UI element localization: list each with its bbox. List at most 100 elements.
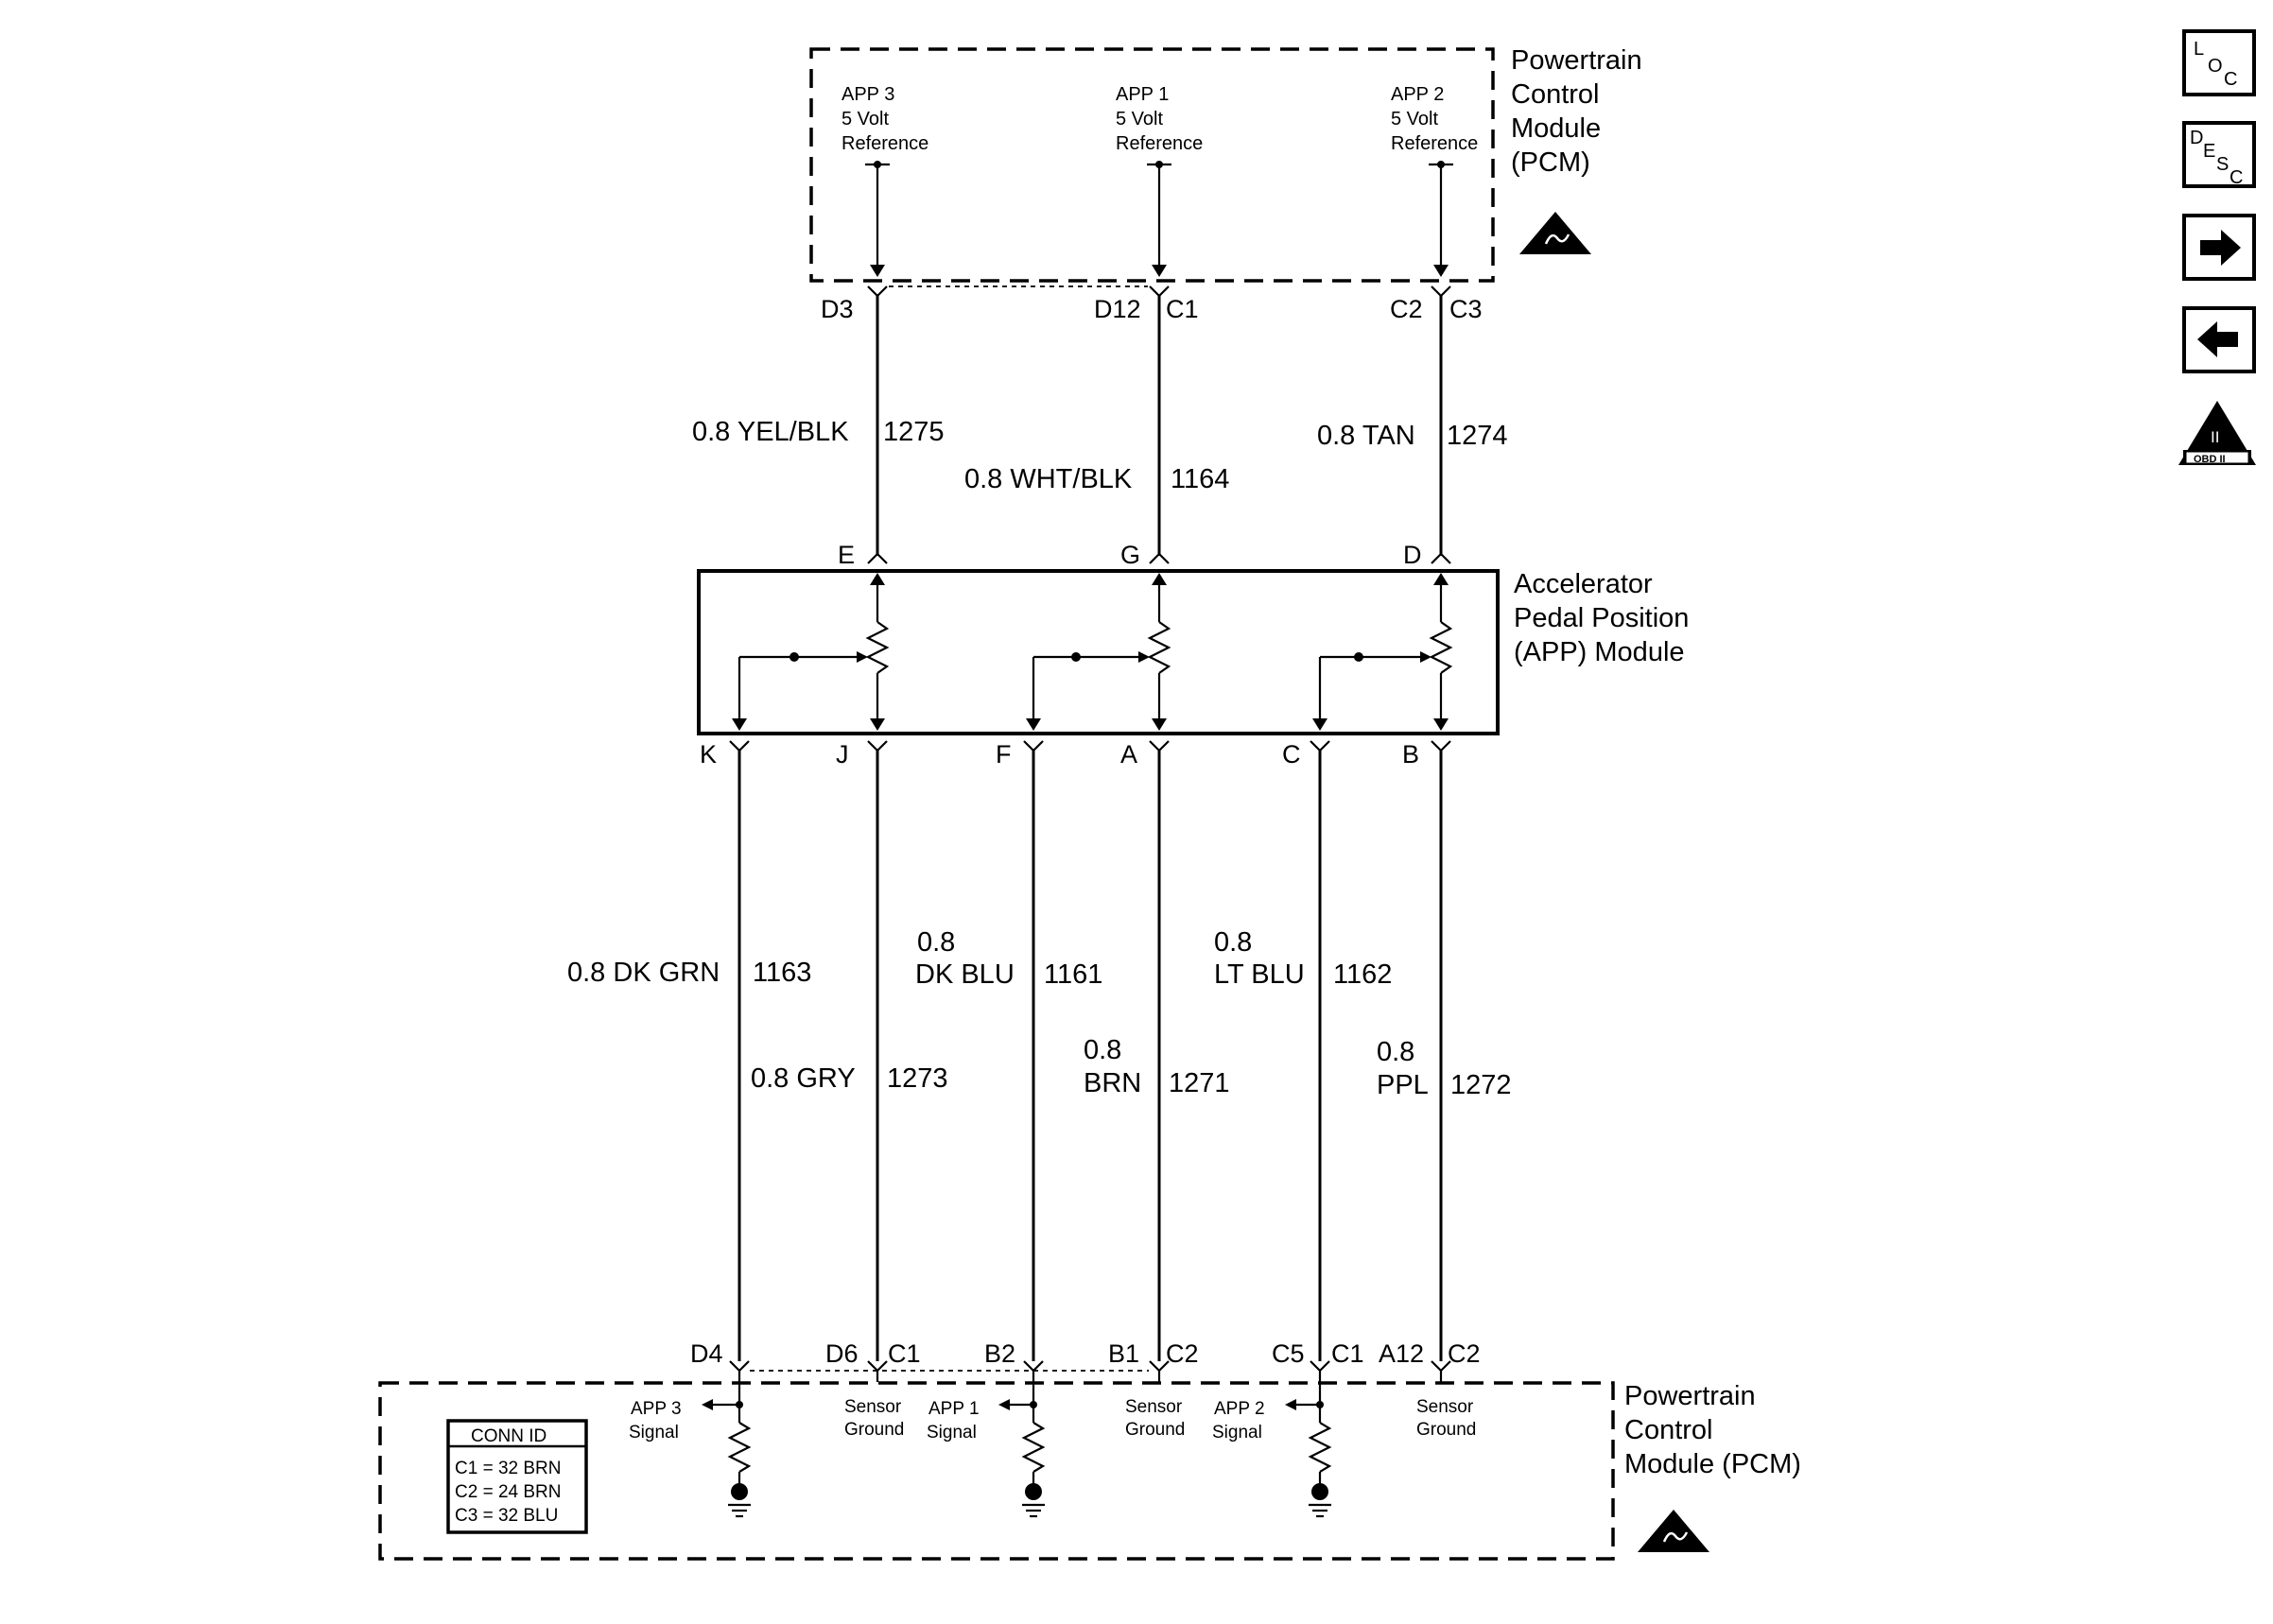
svg-text:Accelerator: Accelerator (1514, 569, 1653, 599)
svg-text:B2: B2 (984, 1339, 1015, 1368)
wire-circuit-1271: 1271 (1169, 1068, 1230, 1098)
svg-text:B1: B1 (1108, 1339, 1139, 1368)
wire-color-1162: LT BLU (1214, 959, 1305, 990)
svg-text:A: A (1120, 740, 1137, 769)
wire-gauge-1161: 0.8 (917, 927, 955, 958)
pcm-top-circuit-app2: APP 2 5 Volt Reference (1391, 84, 1478, 154)
wire-color-1273: 0.8 GRY (751, 1063, 856, 1094)
wire-circuit-1161: 1161 (1044, 959, 1102, 990)
svg-text:Ground: Ground (844, 1420, 904, 1440)
pcm-bottom-box (378, 1381, 1615, 1561)
svg-text:C1: C1 (1331, 1339, 1364, 1368)
pcm-bottom-pin-labels: D4 D6 C1 B2 B1 C2 C5 C1 A12 C2 (690, 1339, 1481, 1368)
app-sensor-2-potentiometer (1312, 573, 1453, 731)
svg-text:D: D (2190, 128, 2203, 148)
svg-text:(PCM): (PCM) (1511, 147, 1590, 178)
app-sensor-3-potentiometer (732, 573, 890, 731)
svg-text:Control: Control (1624, 1415, 1713, 1445)
svg-text:D6: D6 (825, 1339, 859, 1368)
wire-color-1161: DK BLU (915, 959, 1015, 990)
svg-text:C5: C5 (1272, 1339, 1305, 1368)
svg-text:APP 2: APP 2 (1214, 1399, 1265, 1419)
esd-warning-icon-bottom (1638, 1510, 1709, 1552)
conn-id-table: CONN ID C1 = 32 BRN C2 = 24 BRN C3 = 32 … (446, 1419, 588, 1534)
arrow-right-icon (2200, 230, 2241, 266)
svg-text:C2: C2 (1448, 1339, 1481, 1368)
pcm-top-internal-wires (865, 161, 1453, 277)
svg-text:Pedal Position: Pedal Position (1514, 603, 1689, 633)
svg-text:Sensor: Sensor (1416, 1397, 1474, 1417)
svg-text:Powertrain: Powertrain (1624, 1381, 1756, 1411)
pcm-app1-signal-circuit (998, 1371, 1046, 1518)
wire-circuit-1164: 1164 (1171, 464, 1229, 494)
svg-text:Powertrain: Powertrain (1511, 45, 1642, 76)
svg-text:Reference: Reference (1116, 133, 1203, 154)
svg-text:APP 1: APP 1 (928, 1399, 980, 1419)
pcm-top-box (809, 47, 1495, 283)
svg-text:C3: C3 (1449, 295, 1483, 323)
svg-text:E: E (2203, 141, 2215, 162)
description-button[interactable]: D E S C (2182, 121, 2256, 188)
wire-gauge-1272: 0.8 (1377, 1037, 1414, 1067)
wire-circuit-1273: 1273 (887, 1063, 948, 1094)
svg-text:C: C (2230, 167, 2243, 188)
svg-text:F: F (996, 740, 1012, 769)
svg-text:Sensor: Sensor (1125, 1397, 1183, 1417)
obd-ii-icon (2178, 401, 2256, 465)
wire-labels-top: 0.8 YEL/BLK 1275 0.8 WHT/BLK 1164 0.8 TA… (692, 417, 1508, 494)
svg-text:Sensor: Sensor (844, 1397, 902, 1417)
svg-text:K: K (700, 740, 717, 769)
wire-color-1275: 0.8 YEL/BLK (692, 417, 849, 447)
svg-text:D4: D4 (690, 1339, 723, 1368)
conn-id-row: C3 = 32 BLU (455, 1506, 558, 1526)
svg-text:5 Volt: 5 Volt (1116, 109, 1163, 130)
conn-id-row: C2 = 24 BRN (455, 1482, 561, 1502)
wire-circuit-1272: 1272 (1450, 1070, 1512, 1100)
previous-arrow-button[interactable] (2182, 306, 2256, 373)
svg-text:O: O (2208, 56, 2223, 77)
wires-top (876, 296, 1443, 556)
connector-symbols-top (867, 285, 1451, 298)
svg-text:C2: C2 (1166, 1339, 1199, 1368)
svg-text:D12: D12 (1094, 295, 1141, 323)
svg-text:Signal: Signal (1212, 1423, 1262, 1443)
svg-text:J: J (836, 740, 849, 769)
svg-text:Reference: Reference (842, 133, 928, 154)
svg-text:G: G (1120, 541, 1140, 569)
svg-text:C: C (2224, 69, 2237, 90)
wire-color-1272: PPL (1377, 1070, 1429, 1100)
svg-text:Signal: Signal (629, 1423, 679, 1443)
pcm-sensor-ground-stubs (876, 1371, 1443, 1382)
next-arrow-button[interactable] (2182, 214, 2256, 281)
wire-color-1274: 0.8 TAN (1317, 421, 1415, 451)
svg-text:E: E (838, 541, 855, 569)
pcm-top-circuit-app3: APP 3 5 Volt Reference (842, 84, 928, 154)
location-button[interactable]: L O C (2182, 29, 2256, 96)
conn-id-row: C1 = 32 BRN (455, 1459, 561, 1478)
svg-text:Module (PCM): Module (PCM) (1624, 1449, 1801, 1479)
svg-text:Ground: Ground (1416, 1420, 1476, 1440)
svg-text:Ground: Ground (1125, 1420, 1185, 1440)
pcm-app3-signal-circuit (702, 1371, 752, 1518)
pcm-bottom-title: Powertrain Control Module (PCM) (1624, 1381, 1801, 1479)
wire-labels-bottom: 0.8 DK GRN 1163 0.8 GRY 1273 0.8 DK BLU … (567, 927, 1512, 1100)
svg-text:Reference: Reference (1391, 133, 1478, 154)
svg-text:A12: A12 (1379, 1339, 1424, 1368)
arrow-left-icon (2197, 321, 2238, 357)
svg-text:(APP) Module: (APP) Module (1514, 637, 1685, 667)
svg-text:APP 1: APP 1 (1116, 84, 1169, 105)
wire-circuit-1275: 1275 (883, 417, 945, 447)
svg-text:C2: C2 (1390, 295, 1423, 323)
svg-text:L: L (2194, 39, 2204, 60)
pcm-bottom-signal-labels: APP 3 Signal APP 1 Signal APP 2 Signal (629, 1399, 1265, 1443)
esd-warning-icon (1519, 212, 1591, 254)
svg-text:D3: D3 (821, 295, 854, 323)
svg-text:Signal: Signal (927, 1423, 977, 1443)
svg-text:OBD II: OBD II (2194, 454, 2226, 465)
svg-text:S: S (2216, 154, 2229, 175)
obd-ii-button[interactable]: II OBD II (2178, 401, 2256, 465)
wires-bottom (737, 751, 1443, 1354)
svg-text:5 Volt: 5 Volt (842, 109, 889, 130)
svg-text:C1: C1 (1166, 295, 1199, 323)
